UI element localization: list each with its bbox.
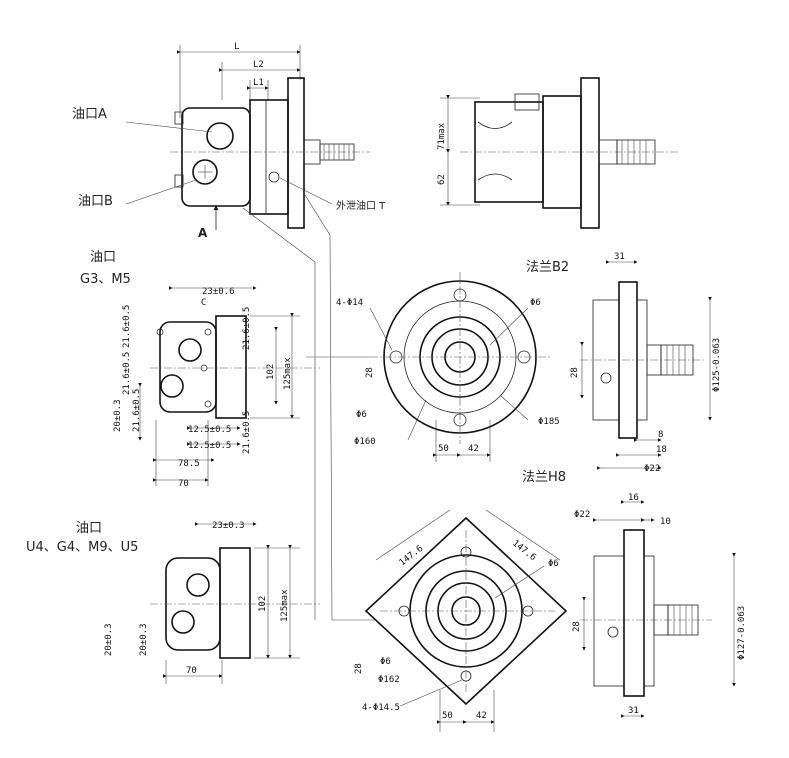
flange-b2-label: 法兰B2 bbox=[526, 260, 569, 275]
dim-h8-phi6b: Φ6 bbox=[380, 657, 391, 667]
drain-port-label: 外泄油口 T bbox=[336, 199, 386, 212]
dim-71max: 71max bbox=[437, 122, 447, 150]
dim-u-20b: 20±0.3 bbox=[139, 623, 149, 656]
dim-b2-phi185: Φ185 bbox=[538, 417, 560, 427]
ports-u4-title: 油口 bbox=[76, 521, 102, 536]
dim-h8-4phi145: 4-Φ14.5 bbox=[362, 703, 400, 713]
port-b-label: 油口B bbox=[78, 194, 113, 209]
dim-b2s-8: 8 bbox=[658, 430, 663, 440]
dim-h8s-phi22: Φ22 bbox=[574, 510, 590, 520]
dim-g-216e: 21.6±0.5 bbox=[132, 389, 142, 432]
dim-h8-phi162: Φ162 bbox=[378, 675, 400, 685]
dim-62: 62 bbox=[437, 174, 447, 185]
dim-L1: L1 bbox=[253, 78, 264, 88]
top-view bbox=[440, 77, 680, 229]
dim-g-216d: 21.6±0.5 bbox=[242, 411, 252, 454]
front-view: L L2 L1 bbox=[125, 42, 370, 621]
dim-b2s-18: 18 bbox=[656, 445, 667, 455]
flange-h8-side bbox=[580, 500, 736, 718]
port-view-u4 bbox=[150, 522, 320, 684]
ports-g3-codes: G3、M5 bbox=[80, 272, 131, 287]
dim-h8-1476a: 147.6 bbox=[398, 544, 426, 569]
dim-b2-4phi14: 4-Φ14 bbox=[336, 298, 363, 308]
dim-u-125max: 125max bbox=[280, 589, 290, 622]
dim-b2-phi6b: Φ6 bbox=[356, 410, 367, 420]
dim-u-20a: 20±0.3 bbox=[104, 623, 114, 656]
dim-g-125a: 12.5±0.5 bbox=[188, 425, 231, 435]
port-a-label: 油口A bbox=[72, 107, 107, 122]
dim-h8-phi6: Φ6 bbox=[548, 559, 559, 569]
view-a-label: A bbox=[198, 226, 208, 240]
dim-b2-28: 28 bbox=[365, 367, 375, 378]
dim-h8-42: 42 bbox=[476, 711, 487, 721]
dim-h8-28: 28 bbox=[354, 663, 364, 674]
dim-g-70: 70 bbox=[178, 479, 189, 489]
dim-b2s-28: 28 bbox=[570, 367, 580, 378]
dim-h8s-phi127: Φ127-0.063 bbox=[737, 606, 747, 660]
dim-g-20: 20±0.3 bbox=[113, 399, 123, 432]
port-view-g3 bbox=[138, 286, 320, 486]
dim-b2s-phi22: Φ22 bbox=[644, 464, 660, 474]
dim-g-125max: 125max bbox=[283, 357, 293, 390]
dim-b2s-31: 31 bbox=[614, 252, 625, 262]
dim-g-125b: 12.5±0.5 bbox=[188, 441, 231, 451]
dim-b2s-phi125: Φ125-0.063 bbox=[712, 338, 722, 392]
flange-h8-face bbox=[332, 509, 568, 732]
dim-u-102: 102 bbox=[258, 596, 268, 612]
dim-g-785: 78.5 bbox=[178, 459, 200, 469]
dim-h8s-31: 31 bbox=[628, 706, 639, 716]
dim-L: L bbox=[234, 42, 239, 52]
dim-g-102: 102 bbox=[266, 364, 276, 380]
dim-b2-phi6: Φ6 bbox=[530, 298, 541, 308]
ports-g3-title: 油口 bbox=[90, 250, 116, 265]
dim-h8s-28: 28 bbox=[572, 621, 582, 632]
dim-h8s-10: 10 bbox=[660, 517, 671, 527]
dim-g-216b: 21.6±0.5 bbox=[122, 352, 132, 395]
dim-b2-50: 50 bbox=[438, 444, 449, 454]
dim-h8s-16: 16 bbox=[628, 493, 639, 503]
dim-g-c: C bbox=[201, 298, 206, 308]
dim-u-70: 70 bbox=[186, 666, 197, 676]
flange-b2-face bbox=[306, 272, 552, 462]
ports-u4-codes: U4、G4、M9、U5 bbox=[26, 540, 138, 555]
flange-h8-label: 法兰H8 bbox=[522, 470, 566, 485]
dim-u-23: 23±0.3 bbox=[212, 521, 245, 531]
dim-g-216a: 21.6±0.5 bbox=[122, 305, 132, 348]
dim-b2-42: 42 bbox=[468, 444, 479, 454]
dim-g-216c: 21.6±0.5 bbox=[242, 307, 252, 350]
dim-g-23: 23±0.6 bbox=[202, 287, 235, 297]
dim-h8-50: 50 bbox=[442, 711, 453, 721]
dim-L2: L2 bbox=[253, 60, 264, 70]
dim-b2-phi160: Φ160 bbox=[354, 437, 376, 447]
flange-b2-side bbox=[580, 260, 712, 470]
